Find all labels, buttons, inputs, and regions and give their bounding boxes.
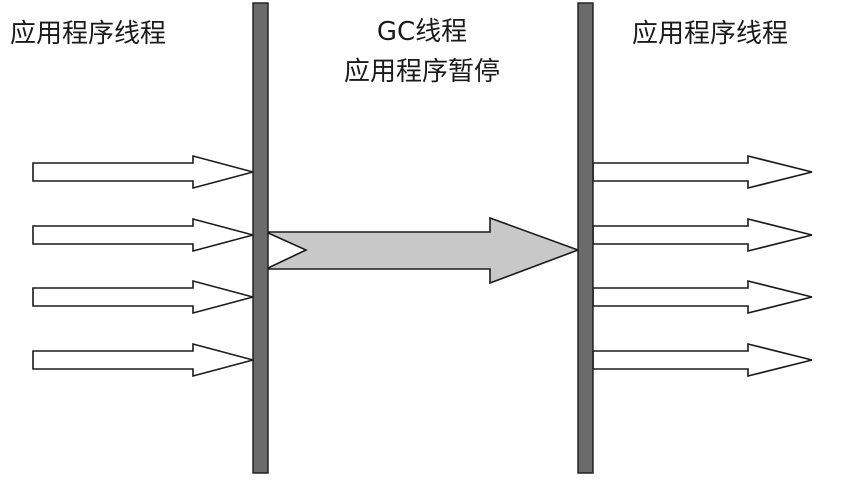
right-thread-arrow — [592, 154, 813, 190]
left-thread-arrow — [32, 154, 257, 190]
gc-thread-arrow — [265, 216, 581, 285]
right-thread-arrows — [592, 154, 813, 378]
pause-end-bar — [577, 2, 594, 474]
left-thread-arrows — [32, 154, 257, 378]
right-thread-label: 应用程序线程 — [632, 19, 788, 49]
pause-start-bar — [252, 2, 269, 474]
left-thread-arrow — [32, 342, 257, 378]
right-thread-arrow — [592, 279, 813, 315]
right-thread-arrow — [592, 217, 813, 253]
left-thread-arrow — [32, 279, 257, 315]
left-thread-arrow — [32, 217, 257, 253]
left-thread-label: 应用程序线程 — [10, 19, 166, 49]
right-thread-arrow — [592, 342, 813, 378]
gc-thread-label: GC线程 — [377, 17, 467, 47]
app-pause-label: 应用程序暂停 — [344, 57, 500, 87]
